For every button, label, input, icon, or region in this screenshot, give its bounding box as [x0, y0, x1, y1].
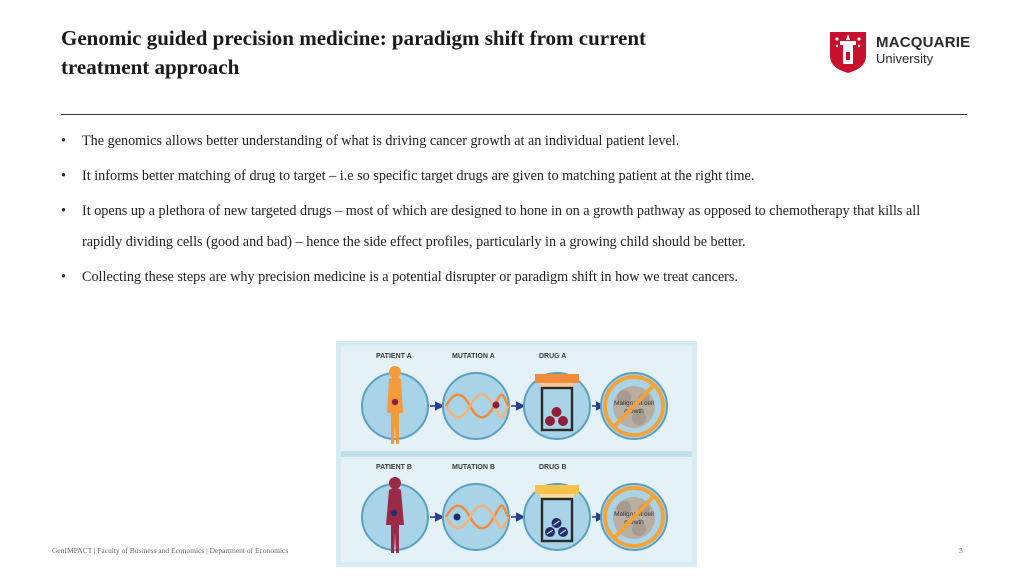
mutation-a-circle: [442, 372, 510, 440]
bullet-text: Collecting these steps are why precision…: [82, 269, 738, 285]
drug-b-circle: [523, 483, 591, 551]
label-drug-b: DRUG B: [539, 464, 567, 471]
slide-footer: GenIMPACT | Faculty of Business and Econ…: [52, 546, 289, 555]
drug-a-container-icon: [535, 374, 579, 432]
dna-helix-b-icon: [444, 504, 510, 530]
bullet-item-2: • It informs better matching of drug to t…: [61, 161, 961, 192]
row-b-panel: PATIENT B MUTATION B DRUG B: [341, 457, 692, 562]
row-a-panel: PATIENT A MUTATION A DRUG A: [341, 346, 692, 451]
label-drug-a: DRUG A: [539, 353, 566, 360]
patient-b-figure-icon: [386, 477, 404, 553]
bullet-text: It opens up a plethora of new targeted d…: [82, 203, 921, 250]
precision-medicine-figure: PATIENT A MUTATION A DRUG A: [336, 341, 697, 567]
patient-b-marker: [390, 509, 398, 517]
page-number: 3: [959, 546, 963, 555]
slide-title-line-2: treatment approach: [61, 55, 240, 79]
logo-name: MACQUARIE: [876, 34, 971, 51]
university-crest-icon: [830, 32, 866, 73]
dna-helix-a-icon: [444, 393, 510, 419]
label-mutation-a: MUTATION A: [452, 353, 495, 360]
bullet-glyph: •: [61, 203, 66, 219]
label-patient-a: PATIENT A: [376, 353, 412, 360]
bullet-glyph: •: [61, 133, 66, 149]
outcome-a-label-line-2: growth: [624, 408, 644, 415]
label-mutation-b: MUTATION B: [452, 464, 495, 471]
bullet-glyph: •: [61, 168, 66, 184]
mutation-b-circle: [442, 483, 510, 551]
slide-title: Genomic guided precision medicine: parad…: [61, 24, 781, 82]
label-patient-b: PATIENT B: [376, 464, 412, 471]
patient-a-figure-icon: [387, 366, 403, 444]
bullet-text: It informs better matching of drug to ta…: [82, 168, 755, 184]
bullet-text: The genomics allows better understanding…: [82, 133, 680, 149]
bullet-item-1: • The genomics allows better understandin…: [61, 126, 961, 157]
bullet-glyph: •: [61, 269, 66, 285]
patient-a-marker: [391, 398, 399, 406]
mutation-b-marker: [453, 513, 461, 521]
outcome-b-label-line-2: growth: [624, 519, 644, 526]
precision-medicine-illustration: PATIENT A MUTATION A DRUG A: [341, 346, 692, 562]
drug-a-circle: [523, 372, 591, 440]
drug-b-container-icon: [535, 485, 579, 543]
logo-subname: University: [876, 51, 934, 66]
forbidden-b-icon: [603, 486, 665, 548]
forbidden-a-icon: [603, 375, 665, 437]
university-logo: MACQUARIE University: [828, 30, 978, 76]
bullet-list: • The genomics allows better understandin…: [61, 126, 961, 297]
mutation-a-marker: [492, 401, 500, 409]
bullet-item-3: • It opens up a plethora of new targeted …: [61, 196, 961, 258]
bullet-item-4: • Collecting these steps are why precisio…: [61, 262, 961, 293]
slide-title-line-1: Genomic guided precision medicine: parad…: [61, 26, 647, 50]
title-divider: [61, 114, 967, 115]
row-divider: [341, 451, 692, 457]
